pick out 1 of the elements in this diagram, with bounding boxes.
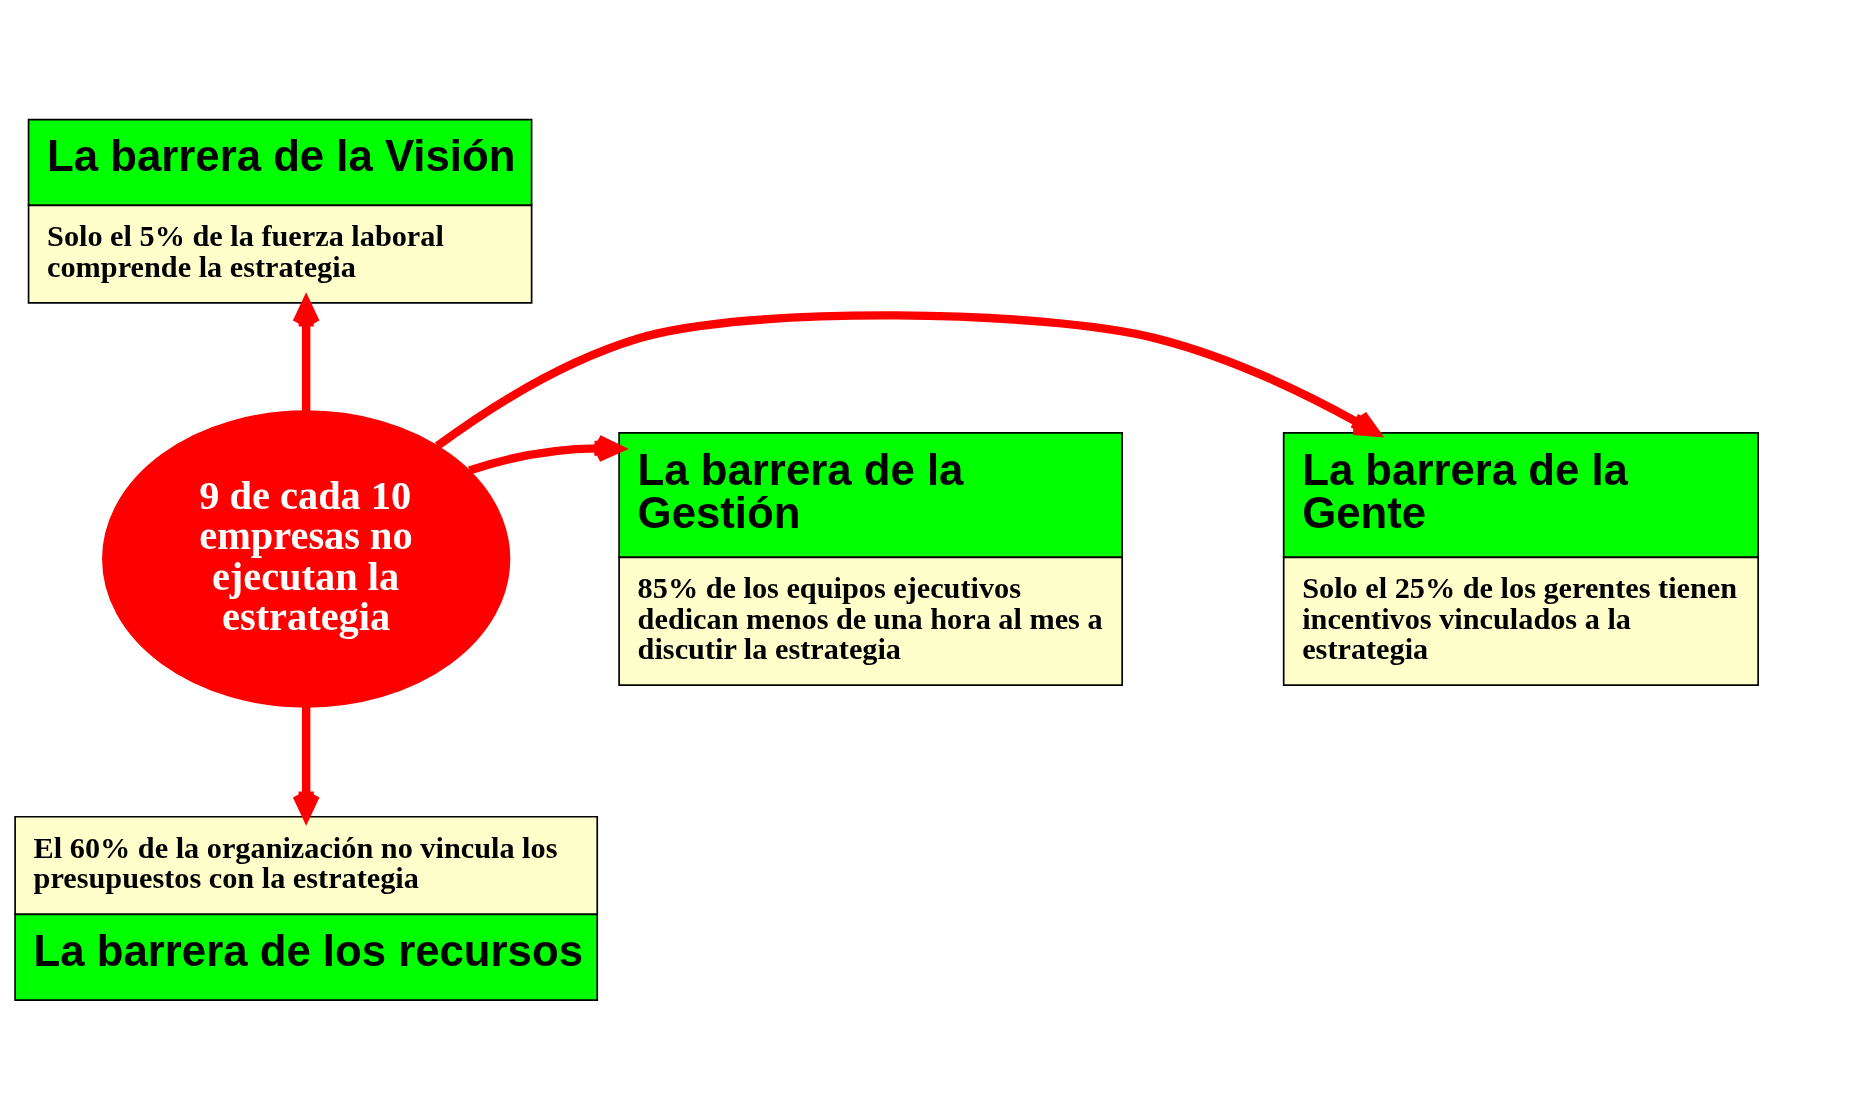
node-ellipse: 9 de cada 10 empresas no ejecutan la estrategia [102, 410, 511, 708]
